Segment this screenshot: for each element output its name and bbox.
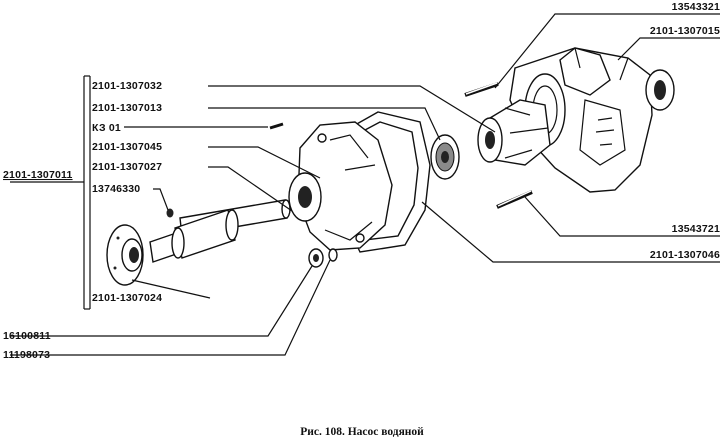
label-k3-01: КЗ 01 bbox=[92, 122, 121, 134]
seal-part bbox=[430, 134, 460, 180]
label-2101-1307013: 2101-1307013 bbox=[92, 102, 162, 114]
label-11198073: 11198073 bbox=[3, 349, 50, 361]
label-2101-1307032: 2101-1307032 bbox=[92, 80, 162, 92]
fan-hub-part bbox=[106, 224, 144, 286]
label-13746330: 13746330 bbox=[92, 183, 140, 195]
label-13543721: 13543721 bbox=[672, 223, 720, 235]
label-2101-1307046: 2101-1307046 bbox=[650, 249, 720, 261]
leader-lines bbox=[10, 13, 720, 356]
upper-stud-part bbox=[464, 82, 499, 97]
label-13543321: 13543321 bbox=[672, 1, 720, 13]
impeller-part bbox=[477, 99, 551, 166]
nut-part bbox=[308, 248, 324, 268]
washer-part bbox=[328, 248, 338, 262]
label-16100811: 16100811 bbox=[3, 330, 51, 342]
label-2101-1307027: 2101-1307027 bbox=[92, 161, 162, 173]
label-2101-1307015: 2101-1307015 bbox=[650, 25, 720, 37]
shaft-bearing-part bbox=[149, 199, 291, 263]
label-2101-1307011: 2101-1307011 bbox=[3, 169, 73, 181]
pin-part bbox=[269, 122, 284, 130]
label-2101-1307024: 2101-1307024 bbox=[92, 292, 162, 304]
label-2101-1307045: 2101-1307045 bbox=[92, 141, 162, 153]
lower-stud-part bbox=[496, 190, 533, 209]
figure-caption: Рис. 108. Насос водяной bbox=[300, 426, 424, 438]
pump-cover-part bbox=[288, 121, 393, 251]
lock-screw-part bbox=[166, 208, 174, 218]
